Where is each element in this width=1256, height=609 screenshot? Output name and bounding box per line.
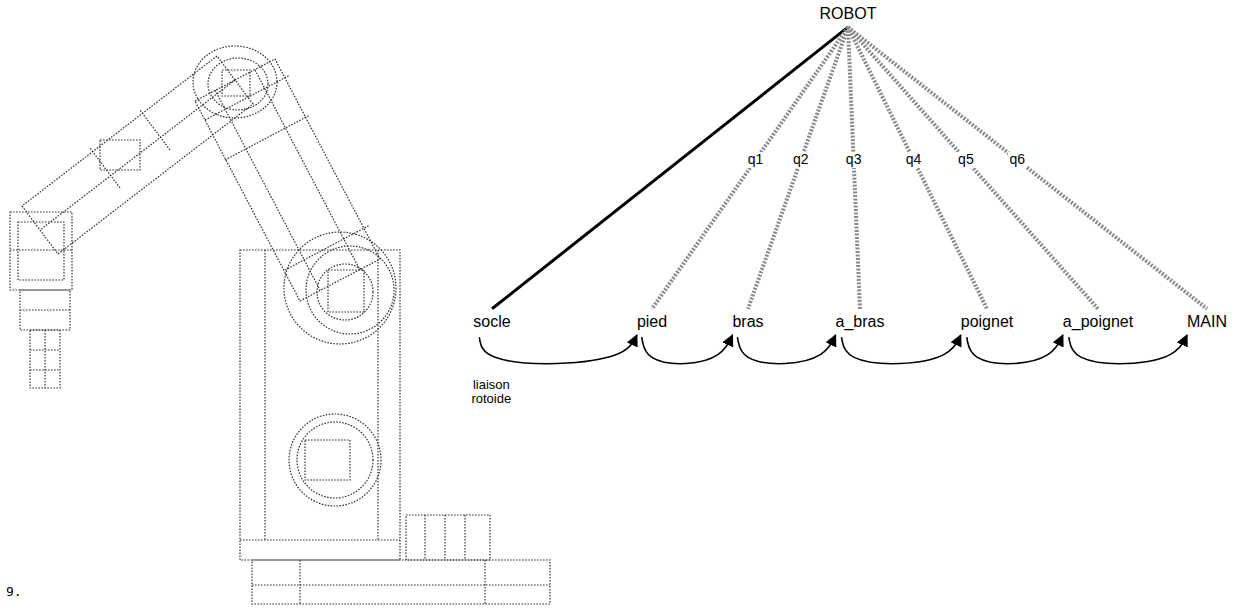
joint-arrow bbox=[967, 335, 1063, 363]
part-node: a_poignet bbox=[1061, 312, 1135, 332]
figure-number: 9. bbox=[6, 584, 22, 599]
node-label: a_bras bbox=[836, 313, 885, 331]
root-node: ROBOT bbox=[818, 4, 879, 24]
joint-arrow bbox=[479, 335, 637, 363]
part-node: bras bbox=[730, 312, 765, 332]
tree-branch bbox=[492, 27, 848, 309]
tree-branch bbox=[652, 27, 848, 309]
joint-arrow bbox=[842, 335, 961, 363]
node-label: socle bbox=[473, 313, 510, 331]
joint-variable: q6 bbox=[1008, 152, 1028, 167]
joint-variable: q3 bbox=[844, 152, 864, 167]
joint-variable: q2 bbox=[791, 152, 811, 167]
node-label: a_poignet bbox=[1063, 313, 1133, 331]
tree-branch bbox=[848, 27, 1098, 309]
joint-variable: q5 bbox=[956, 152, 976, 167]
part-node: poignet bbox=[959, 312, 1016, 332]
tree-branch bbox=[848, 27, 860, 309]
part-node: a_bras bbox=[834, 312, 887, 332]
joint-arrow bbox=[642, 335, 733, 363]
part-node: socle bbox=[471, 312, 512, 332]
part-node: MAIN bbox=[1185, 312, 1229, 332]
joint-variable: q4 bbox=[904, 152, 924, 167]
joint-arrow bbox=[1069, 335, 1187, 363]
joint-variable: q1 bbox=[746, 152, 766, 167]
node-label: bras bbox=[732, 313, 763, 331]
node-label: poignet bbox=[961, 313, 1014, 331]
node-label: ROBOT bbox=[820, 5, 877, 23]
node-label: pied bbox=[637, 313, 667, 331]
node-label: MAIN bbox=[1187, 313, 1227, 331]
joint-arrow bbox=[737, 335, 835, 363]
joint-type-label: liaison rotoide bbox=[458, 378, 524, 407]
tree-branch bbox=[848, 27, 987, 309]
tree-branch bbox=[848, 27, 1207, 309]
tree-branch bbox=[748, 27, 848, 309]
part-node: pied bbox=[635, 312, 669, 332]
